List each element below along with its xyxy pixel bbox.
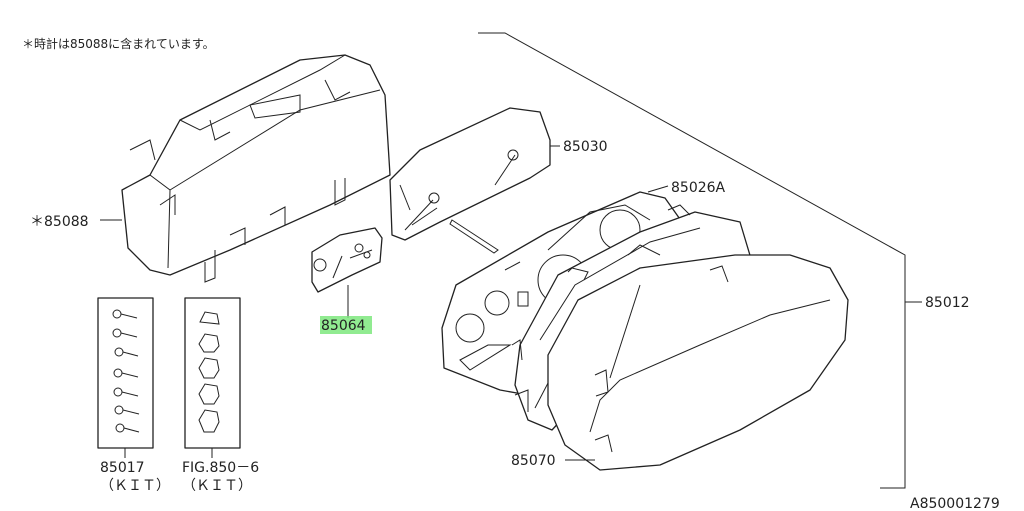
label-fig850-6[interactable]: FIG.850－6 bbox=[182, 460, 259, 476]
assembly-bracket-85012 bbox=[478, 32, 906, 489]
lens-85070[interactable] bbox=[547, 254, 849, 471]
label-85030[interactable]: 85030 bbox=[563, 139, 608, 155]
dial-face-85030[interactable] bbox=[389, 107, 551, 241]
pointer-needle bbox=[449, 219, 499, 254]
label-85026a[interactable]: 85026A bbox=[671, 180, 726, 196]
label-85070[interactable]: 85070 bbox=[511, 453, 556, 469]
clock-note: ＊時計は85088に含まれています。 bbox=[22, 36, 215, 51]
bulb-kit-fig850-6[interactable] bbox=[184, 297, 241, 449]
label-85064[interactable]: 85064 bbox=[321, 318, 366, 334]
highlight-85064 bbox=[320, 316, 372, 334]
diagram-id: A850001279 bbox=[910, 496, 1000, 511]
gauge-85064[interactable] bbox=[311, 227, 383, 293]
screw-kit-85017[interactable] bbox=[97, 297, 154, 449]
leader-85026a bbox=[647, 185, 669, 193]
label-85088[interactable]: ＊85088 bbox=[30, 214, 89, 230]
label-85017[interactable]: 85017 bbox=[100, 460, 145, 476]
label-fig850-6-kit: （ＫＩＴ） bbox=[182, 478, 252, 494]
meter-case-85088[interactable] bbox=[121, 54, 391, 283]
label-85012[interactable]: 85012 bbox=[925, 295, 970, 311]
label-85017-kit: （ＫＩＴ） bbox=[100, 478, 170, 494]
